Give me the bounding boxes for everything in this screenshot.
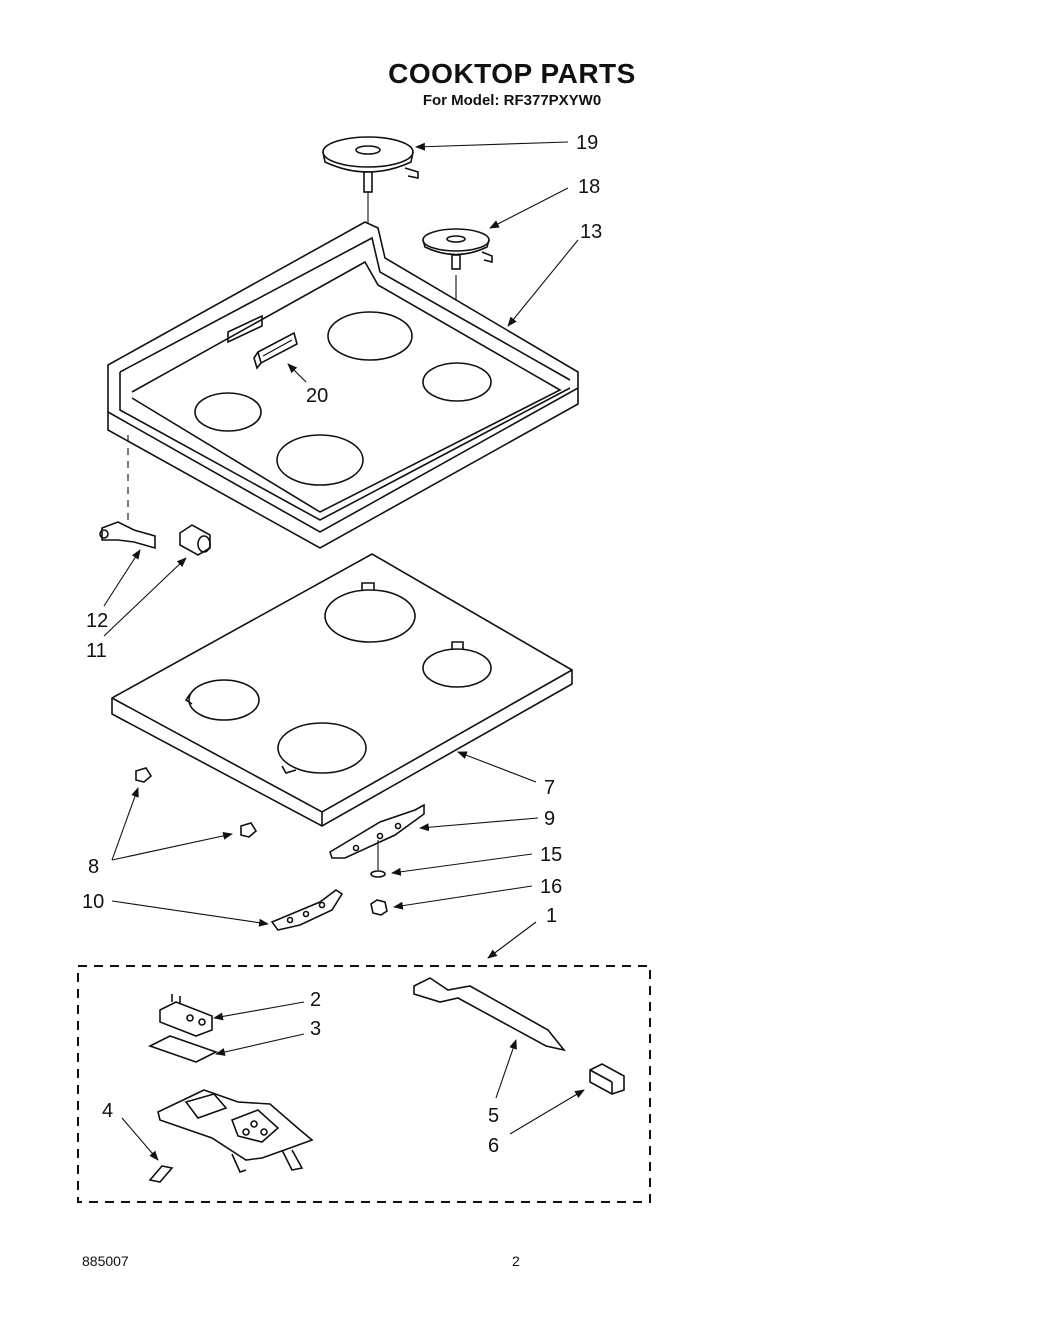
callout-2: 2 xyxy=(310,989,321,1011)
leader-18 xyxy=(489,187,569,229)
leader-13 xyxy=(507,239,579,327)
surface-element-small xyxy=(422,228,493,270)
leader-11 xyxy=(103,557,187,637)
leader-20 xyxy=(287,363,307,383)
control-mechanism xyxy=(157,1089,314,1173)
leader-10 xyxy=(111,900,269,927)
leader-4 xyxy=(121,1117,159,1161)
leader-8-lower xyxy=(111,832,233,861)
diagram-title: COOKTOP PARTS xyxy=(388,58,636,89)
mounting-bar xyxy=(413,977,567,1052)
callout-3: 3 xyxy=(310,1018,321,1040)
callout-4: 4 xyxy=(102,1100,113,1122)
switch xyxy=(159,994,213,1037)
callout-19: 19 xyxy=(576,132,598,154)
callout-10: 10 xyxy=(82,891,104,913)
leader-19 xyxy=(415,141,569,151)
connector-block xyxy=(589,1063,625,1095)
callout-20: 20 xyxy=(306,385,328,407)
leader-15 xyxy=(391,853,533,876)
lower-panel xyxy=(111,553,573,827)
callout-15: 15 xyxy=(540,844,562,866)
callout-1: 1 xyxy=(546,905,557,927)
bracket-left xyxy=(270,889,344,931)
callout-11: 11 xyxy=(86,640,107,662)
callout-7: 7 xyxy=(544,777,555,799)
callout-9: 9 xyxy=(544,808,555,830)
grommet xyxy=(179,524,211,556)
nut xyxy=(370,899,388,916)
insulator xyxy=(147,1035,219,1063)
callout-18: 18 xyxy=(578,176,600,198)
main-cooktop xyxy=(107,221,579,549)
leader-7 xyxy=(457,751,537,783)
model-subtitle: For Model: RF377PXYW0 xyxy=(422,92,602,109)
document-number: 885007 xyxy=(82,1253,129,1269)
surface-element-large xyxy=(322,136,419,193)
leader-9 xyxy=(419,817,539,832)
callout-13: 13 xyxy=(580,221,602,243)
terminal-block xyxy=(99,521,156,550)
leader-5 xyxy=(495,1039,517,1099)
clip-lower xyxy=(240,822,258,838)
page-number: 2 xyxy=(512,1253,520,1269)
callout-6: 6 xyxy=(488,1135,499,1157)
washer xyxy=(370,870,386,878)
clip-upper xyxy=(135,767,153,783)
leader-8-upper xyxy=(111,787,139,861)
leader-16 xyxy=(393,885,533,910)
leader-12 xyxy=(103,549,141,607)
leader-3 xyxy=(215,1033,305,1056)
callout-8: 8 xyxy=(88,856,99,878)
kit-box xyxy=(77,965,651,1203)
callout-12: 12 xyxy=(86,610,108,632)
leader-6 xyxy=(509,1089,585,1135)
leader-2 xyxy=(213,1001,305,1021)
label-tag xyxy=(148,1165,174,1183)
bracket-right xyxy=(329,803,425,859)
callout-5: 5 xyxy=(488,1105,499,1127)
leader-1 xyxy=(487,921,537,959)
badge-insert xyxy=(253,331,298,370)
callout-16: 16 xyxy=(540,876,562,898)
